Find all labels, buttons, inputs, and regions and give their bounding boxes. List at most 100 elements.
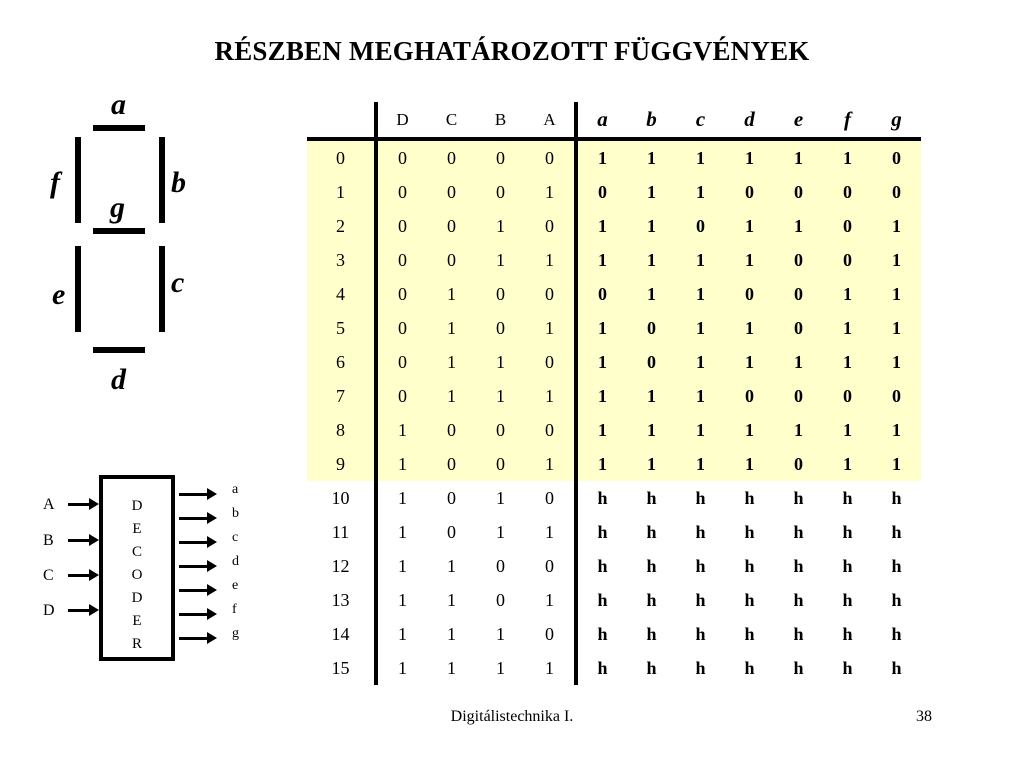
header-output: c [676, 102, 725, 141]
decoder-letter: E [132, 613, 142, 629]
decoder-letter: D [131, 498, 143, 514]
input-cell: 1 [398, 487, 407, 508]
output-cell: h [695, 589, 706, 610]
input-cell: 1 [398, 555, 407, 576]
output-cell: 1 [676, 175, 725, 209]
output-cell: 1 [823, 447, 872, 481]
input-cell: 1 [427, 379, 476, 413]
output-cell: h [891, 555, 902, 576]
segment-label-e: e [52, 278, 66, 311]
input-cell: 0 [525, 617, 578, 651]
decoder-output-arrow [179, 488, 217, 500]
input-cell: 0 [427, 139, 476, 175]
output-cell: h [891, 487, 902, 508]
footer-course-name: Digitálistechnika I. [450, 708, 574, 725]
segment-b [159, 137, 165, 223]
row-index-cell: 4 [307, 277, 378, 311]
output-cell: h [597, 623, 608, 644]
row-index-cell: 13 [307, 583, 378, 617]
output-cell: 1 [627, 413, 676, 447]
row-index-cell: 12 [307, 549, 378, 583]
output-cell: h [646, 521, 657, 542]
input-cell: 1 [476, 209, 525, 243]
decoder-input-label-a: A [43, 496, 55, 513]
output-cell: 1 [576, 379, 627, 413]
decoder-output-label-b: b [232, 506, 239, 521]
segment-f [75, 137, 81, 223]
row-index-cell: 7 [307, 379, 378, 413]
segment-g [93, 228, 145, 234]
output-cell: 1 [725, 139, 774, 175]
output-cell: 1 [725, 413, 774, 447]
output-cell: 1 [872, 447, 921, 481]
output-cell: h [695, 555, 706, 576]
input-cell: 1 [496, 623, 505, 644]
header-output: f [823, 102, 872, 141]
input-cell: 1 [398, 589, 407, 610]
output-cell: h [842, 657, 853, 678]
segment-label-b: b [171, 166, 186, 199]
decoder-output-label-g: g [232, 626, 239, 641]
output-cell: 0 [627, 345, 676, 379]
decoder-letter: E [132, 521, 142, 537]
output-cell: 1 [872, 413, 921, 447]
output-cell: 0 [725, 277, 774, 311]
output-cell: 1 [576, 139, 627, 175]
row-index-cell: 15 [307, 651, 378, 685]
output-cell: 1 [872, 277, 921, 311]
output-cell: h [793, 623, 804, 644]
output-cell: 1 [627, 277, 676, 311]
output-cell: 1 [823, 277, 872, 311]
input-cell: 0 [427, 209, 476, 243]
input-cell: 1 [427, 311, 476, 345]
input-cell: 0 [376, 345, 427, 379]
output-cell: h [842, 623, 853, 644]
row-index-cell: 2 [307, 209, 378, 243]
output-cell: h [695, 521, 706, 542]
output-cell: h [793, 521, 804, 542]
decoder-input-arrow [68, 534, 99, 546]
decoder-output-arrow [179, 536, 217, 548]
output-cell: 1 [627, 175, 676, 209]
output-cell: 1 [576, 209, 627, 243]
decoder-output-label-f: f [232, 602, 237, 617]
input-cell: 1 [398, 623, 407, 644]
row-index-cell: 9 [307, 447, 378, 481]
output-cell: 1 [627, 243, 676, 277]
output-cell: 1 [872, 243, 921, 277]
output-cell: h [744, 521, 755, 542]
input-cell: 1 [427, 277, 476, 311]
input-cell: 1 [376, 413, 427, 447]
output-cell: 0 [676, 209, 725, 243]
input-cell: 0 [376, 139, 427, 175]
segment-label-c: c [171, 266, 185, 299]
segment-a [93, 125, 145, 131]
input-cell: 0 [476, 311, 525, 345]
output-cell: 0 [627, 311, 676, 345]
output-cell: h [842, 487, 853, 508]
input-cell: 0 [376, 175, 427, 209]
output-cell: h [793, 657, 804, 678]
output-cell: h [793, 589, 804, 610]
decoder-output-label-c: c [232, 530, 239, 545]
output-cell: 0 [774, 175, 823, 209]
output-cell: 1 [774, 345, 823, 379]
output-cell: 1 [627, 209, 676, 243]
input-cell: 0 [525, 345, 578, 379]
input-cell: 0 [427, 447, 476, 481]
output-cell: h [891, 521, 902, 542]
input-cell: 0 [525, 277, 578, 311]
output-cell: 1 [676, 379, 725, 413]
input-cell: 1 [447, 589, 456, 610]
decoder-input-label-d: D [43, 602, 55, 619]
input-cell: 1 [496, 657, 505, 678]
output-cell: 1 [725, 209, 774, 243]
input-cell: 0 [427, 175, 476, 209]
header-output: g [872, 102, 921, 141]
